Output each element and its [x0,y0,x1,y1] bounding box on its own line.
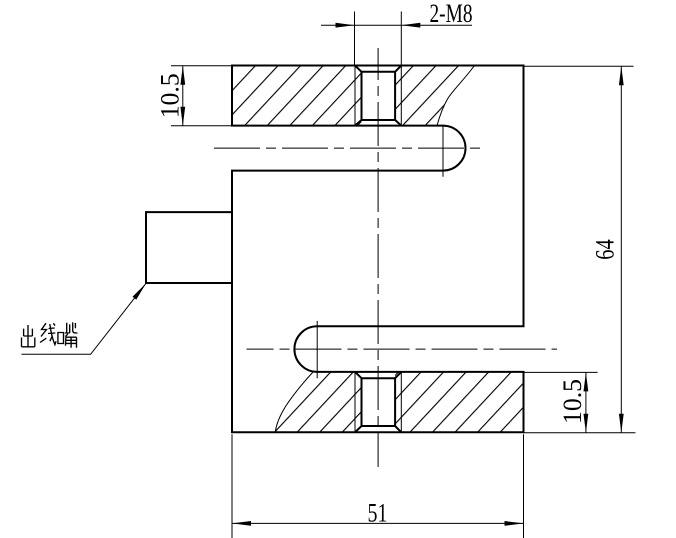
dim-top-plate-extension-lines [171,65,232,127]
dim-thread-callout: 2-M8 [321,0,473,65]
cable-gland-leader-line [21,282,147,355]
break-line-bottom [274,371,314,433]
cable-gland-box [145,211,232,284]
hatch-top-block [232,65,475,126]
dim-top-plate-text: 10.5 [155,73,185,118]
break-line-top [436,65,475,126]
cable-gland-leader [20,281,148,355]
dim-overall-width: 51 [231,434,524,538]
dim-bottom-plate-text: 10.5 [557,379,587,424]
top-hole-major-lines [354,65,402,126]
dim-width-extension-lines [231,434,524,538]
dim-thread-text: 2-M8 [430,0,473,28]
bottom-hole-major-lines [354,371,402,433]
cable-gland-label-strokes [20,322,78,348]
dim-top-plate: 10.5 [155,65,232,127]
dim-height-extension-lines [523,65,636,434]
dim-width-text: 51 [368,498,388,528]
hatch-bottom-block [275,371,524,433]
dim-height-text: 64 [590,239,620,260]
body-outline [231,64,525,434]
dim-overall-height: 64 [523,65,636,434]
dim-bottom-plate: 10.5 [523,371,598,433]
dim-thread-extension-lines [354,11,402,65]
